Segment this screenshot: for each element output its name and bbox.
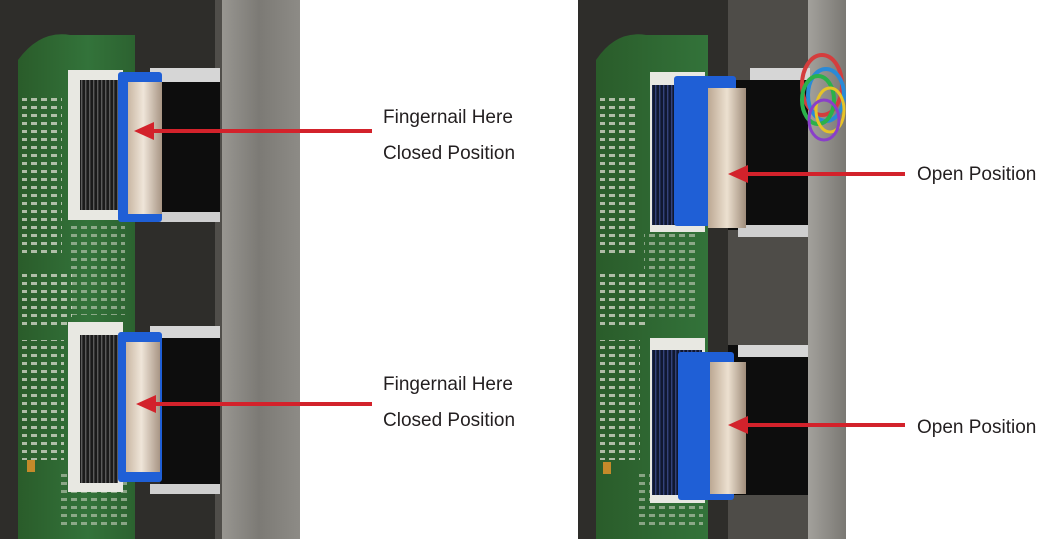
callout-bottom-left: Fingernail Here Closed Position — [383, 367, 515, 439]
callout-line-1: Fingernail Here — [383, 374, 513, 395]
callout-line-2: Closed Position — [383, 410, 516, 431]
left-photo-closed-connectors — [0, 0, 300, 539]
callout-top-right: Open Position — [917, 157, 1036, 193]
right-photo-open-connectors — [578, 0, 846, 539]
callout-bottom-right: Open Position — [917, 410, 1036, 446]
callout-line-2: Closed Position — [383, 143, 516, 164]
callout-line-1: Open Position — [917, 164, 1037, 185]
cable-bundle-icon — [800, 53, 846, 142]
callout-top-left: Fingernail Here Closed Position — [383, 100, 515, 172]
callout-line-1: Fingernail Here — [383, 107, 513, 128]
callout-line-1: Open Position — [917, 417, 1037, 438]
